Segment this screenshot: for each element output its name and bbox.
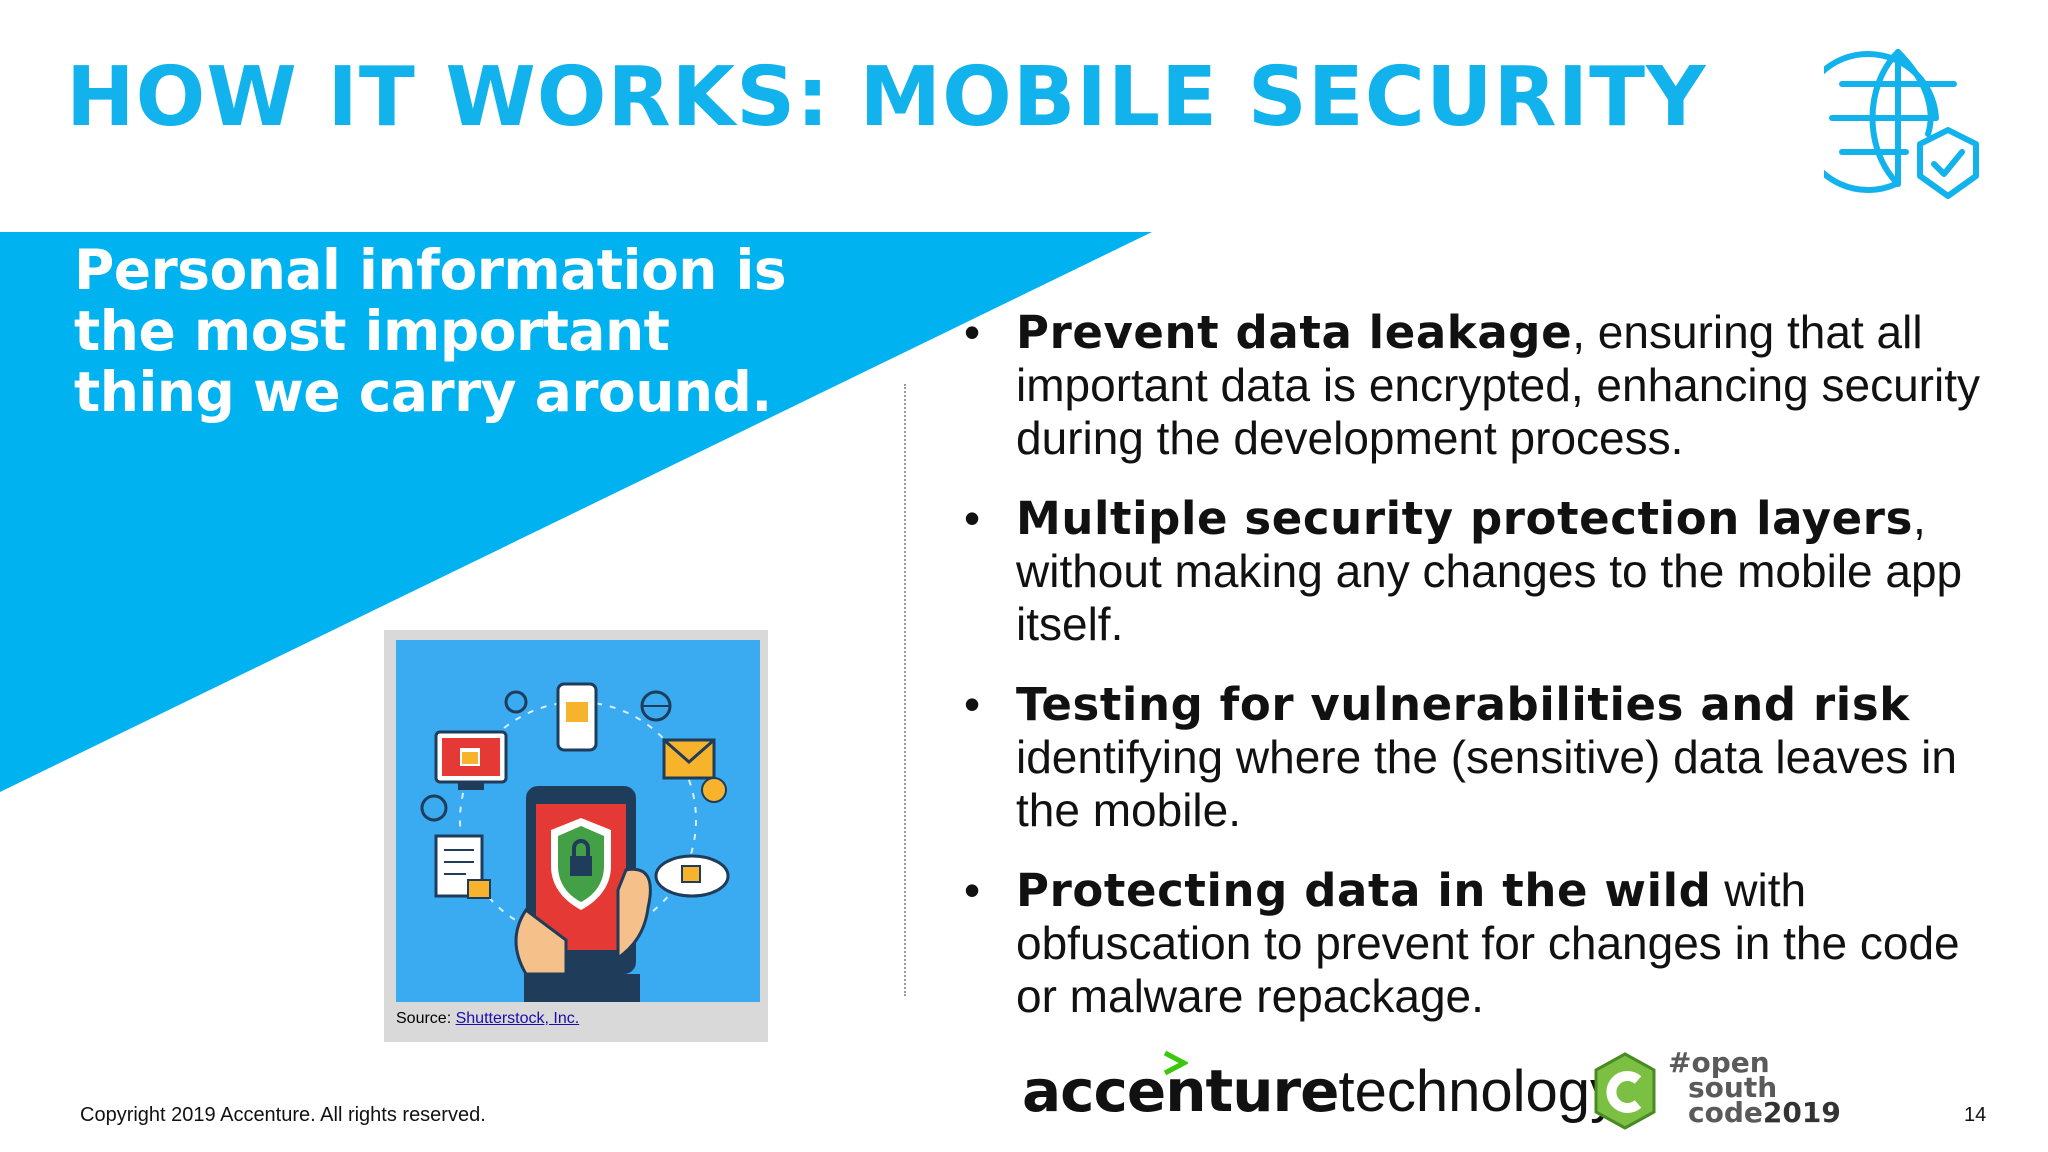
bullet-marker: • (964, 864, 981, 916)
mobile-security-illustration (396, 640, 760, 1002)
accenture-technology-logo: accenturetechnology (1022, 1056, 1619, 1127)
bullet-text: , ensuring that all important data is en… (1016, 306, 1980, 464)
dotted-divider (904, 384, 906, 996)
bullet-item: • Prevent data leakage, ensuring that all… (964, 306, 2004, 465)
bullet-marker: • (964, 492, 981, 544)
bullet-bold-text: Multiple security protection layers (1016, 492, 1913, 545)
opensouthcode-wordmark: #open south code2019 (1668, 1046, 1841, 1127)
bullet-bold-text: Protecting data in the wild (1016, 864, 1712, 917)
brand-bold: accenture (1022, 1057, 1339, 1125)
event-line1: #open (1668, 1046, 1770, 1079)
illustration-frame: Source: Shutterstock, Inc. (384, 630, 768, 1042)
bullet-item: • Protecting data in the wild with obfusc… (964, 864, 2004, 1023)
image-source-caption: Source: Shutterstock, Inc. (396, 1010, 579, 1028)
brand-light: technology (1338, 1059, 1620, 1124)
slide-title: HOW IT WORKS: MOBILE SECURITY (66, 50, 1707, 145)
accenture-chevron-icon (1163, 1050, 1188, 1076)
copyright-notice: Copyright 2019 Accenture. All rights res… (80, 1104, 486, 1126)
bullet-list: • Prevent data leakage, ensuring that all… (964, 306, 2004, 1050)
source-link[interactable]: Shutterstock, Inc. (455, 1010, 580, 1027)
bullet-bold-text: Testing for vulnerabilities and risk (1016, 678, 1910, 731)
tagline: Personal information is the most importa… (74, 238, 787, 424)
opensouthcode-logo-icon (1594, 1052, 1656, 1130)
bullet-text: with obfuscation to prevent for changes … (1016, 864, 1960, 1022)
event-line3: code (1688, 1096, 1763, 1129)
bullet-marker: • (964, 678, 981, 730)
page-number: 14 (1964, 1104, 1987, 1126)
bullet-bold-text: Prevent data leakage (1016, 306, 1573, 359)
event-line3-wrap: code2019 (1668, 1099, 1841, 1127)
event-line2: south (1688, 1071, 1778, 1104)
event-year: 2019 (1762, 1096, 1841, 1129)
bullet-text: , without making any changes to the mobi… (1016, 492, 1963, 650)
source-label: Source: (396, 1010, 456, 1027)
bullet-marker: • (964, 306, 981, 358)
bullet-item: • Multiple security protection layers, wi… (964, 492, 2004, 651)
bullet-text: identifying where the (sensitive) data l… (1016, 731, 1957, 836)
globe-shield-check-icon (1824, 49, 1979, 199)
bullet-item: • Testing for vulnerabilities and risk id… (964, 678, 2004, 837)
